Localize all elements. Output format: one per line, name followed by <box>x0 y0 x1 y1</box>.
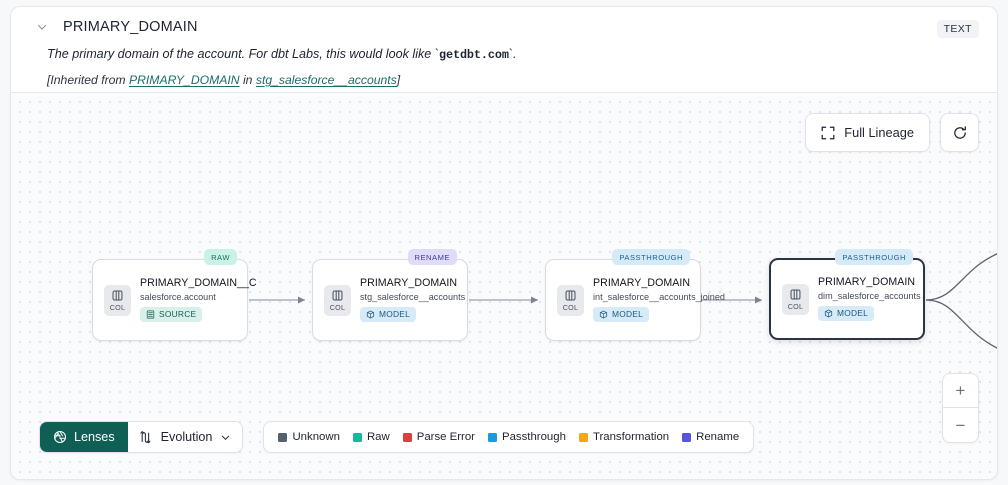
canvas-footer: Lenses Evolution <box>39 421 755 453</box>
inherited-model-link[interactable]: stg_salesforce__accounts <box>255 72 397 87</box>
description-prefix: The primary domain of the account. For d… <box>47 47 439 61</box>
node-table-name: stg_salesforce__accounts <box>360 291 466 302</box>
description-suffix: `. <box>508 47 517 61</box>
legend-item: Parse Error <box>402 431 475 443</box>
inherited-suffix: ] <box>396 72 401 87</box>
expand-corners-icon <box>821 126 835 140</box>
legend-swatch <box>578 432 588 442</box>
node-kind-badge: MODEL <box>818 305 875 321</box>
node-lens-tag: RENAME <box>407 249 457 265</box>
full-lineage-label: Full Lineage <box>844 125 914 140</box>
column-description: The primary domain of the account. For d… <box>47 46 979 64</box>
column-icon <box>331 289 344 302</box>
column-chip-label: COL <box>787 301 804 311</box>
lineage-node-n4[interactable]: PASSTHROUGH COL PRIMARY_DOMAIN dim_salesfor… <box>769 249 925 340</box>
node-column-name: PRIMARY_DOMAIN <box>593 276 691 289</box>
node-kind-badge: MODEL <box>360 306 417 322</box>
zoom-out-button[interactable]: − <box>955 415 966 435</box>
lens-evolution-group: Lenses Evolution <box>39 421 244 453</box>
legend-swatch <box>402 432 412 442</box>
refresh-button[interactable] <box>940 113 979 152</box>
node-kind-label: MODEL <box>837 308 869 318</box>
panel-header: PRIMARY_DOMAIN TEXT The primary domain o… <box>11 7 997 93</box>
legend-label: Raw <box>366 431 390 443</box>
node-column-name: PRIMARY_DOMAIN <box>360 276 458 289</box>
node-lens-tag: PASSTHROUGH <box>835 249 913 265</box>
legend-item: Transformation <box>578 431 670 443</box>
legend-swatch <box>487 432 497 442</box>
column-icon <box>789 288 802 301</box>
column-type-chip: COL <box>324 284 351 316</box>
legend-label: Parse Error <box>416 431 475 443</box>
column-detail-panel: PRIMARY_DOMAIN TEXT The primary domain o… <box>10 6 998 480</box>
node-kind-label: MODEL <box>612 309 644 319</box>
inherited-prefix: [Inherited from <box>47 72 129 87</box>
page-title: PRIMARY_DOMAIN <box>63 19 198 35</box>
legend-swatch <box>278 432 288 442</box>
lineage-node-n1[interactable]: RAW COL PRIMARY_DOMAIN__C salesforce.accoun… <box>92 249 257 341</box>
column-type-chip: COL <box>782 283 809 315</box>
chevron-down-icon[interactable] <box>35 20 49 34</box>
lineage-legend: Unknown Raw Parse Error Passthrough Transfor… <box>263 421 755 453</box>
inherited-from-note: [Inherited from PRIMARY_DOMAIN in stg_sa… <box>47 73 979 87</box>
lineage-node-n3[interactable]: PASSTHROUGH COL PRIMARY_DOMAIN int_salesfor… <box>545 249 725 341</box>
cube-icon <box>824 309 833 318</box>
legend-item: Unknown <box>278 431 340 443</box>
lenses-label: Lenses <box>74 430 115 444</box>
lenses-button[interactable]: Lenses <box>40 422 128 452</box>
zoom-in-button[interactable]: + <box>943 374 978 408</box>
legend-swatch <box>352 432 362 442</box>
cube-icon <box>366 310 375 319</box>
column-chip-label: COL <box>109 302 126 312</box>
lineage-node-n2[interactable]: RENAME COL PRIMARY_DOMAIN stg_salesforce__a… <box>312 249 468 341</box>
inherited-mid: in <box>239 72 256 87</box>
node-table-name: salesforce.account <box>140 291 216 302</box>
node-lens-tag: RAW <box>204 249 237 265</box>
node-column-name: PRIMARY_DOMAIN <box>818 275 916 288</box>
column-chip-label: COL <box>562 302 579 312</box>
description-code: getdbt.com <box>439 48 509 62</box>
cube-icon <box>599 310 608 319</box>
evolution-label: Evolution <box>160 430 213 444</box>
legend-label: Rename <box>696 431 740 443</box>
legend-label: Transformation <box>592 431 670 443</box>
column-type-chip: COL <box>557 284 584 316</box>
aperture-icon <box>53 430 67 444</box>
column-icon <box>111 289 124 302</box>
refresh-icon <box>952 125 968 141</box>
node-kind-label: MODEL <box>379 309 411 319</box>
node-body: PRIMARY_DOMAIN int_salesforce__accounts_j… <box>593 276 725 324</box>
canvas-controls: Full Lineage <box>805 113 979 152</box>
type-badge: TEXT <box>936 20 979 38</box>
node-table-name: int_salesforce__accounts_joined <box>593 291 725 302</box>
column-type-chip: COL <box>104 284 131 316</box>
chevron-down-icon <box>220 432 231 443</box>
evolution-dropdown[interactable]: Evolution <box>128 422 243 452</box>
node-kind-badge: SOURCE <box>140 306 203 322</box>
evolution-arrows-icon <box>139 430 153 445</box>
legend-swatch <box>682 432 692 442</box>
legend-label: Unknown <box>292 431 340 443</box>
legend-label: Passthrough <box>501 431 566 443</box>
legend-item: Passthrough <box>487 431 566 443</box>
column-chip-label: COL <box>329 302 346 312</box>
node-lens-tag: PASSTHROUGH <box>612 249 690 265</box>
node-kind-badge: MODEL <box>593 306 650 322</box>
column-icon <box>564 289 577 302</box>
node-kind-label: SOURCE <box>159 309 197 319</box>
node-table-name: dim_salesforce_accounts <box>818 290 921 301</box>
full-lineage-button[interactable]: Full Lineage <box>805 113 930 152</box>
database-icon <box>146 310 155 319</box>
zoom-controls: + − <box>942 373 979 443</box>
legend-item: Raw <box>352 431 390 443</box>
inherited-column-link[interactable]: PRIMARY_DOMAIN <box>128 72 240 87</box>
node-column-name: PRIMARY_DOMAIN__C <box>140 276 257 289</box>
legend-item: Rename <box>682 431 739 443</box>
